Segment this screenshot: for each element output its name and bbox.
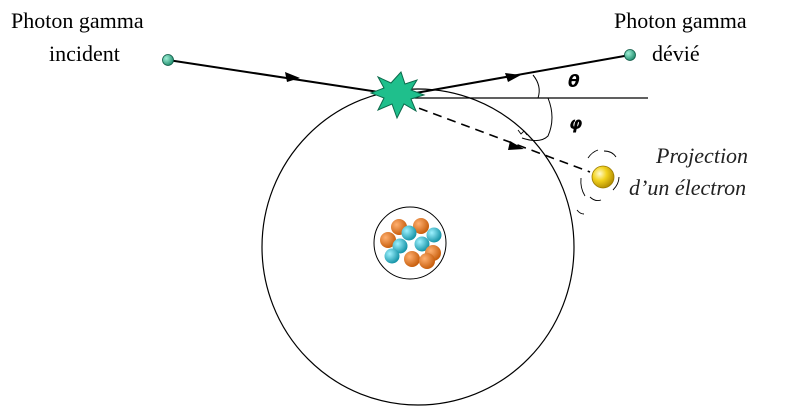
electron-path: [405, 103, 590, 172]
proton: [404, 251, 420, 267]
deviated-photon-icon: [625, 50, 636, 61]
incident-label-line2: incident: [49, 43, 120, 65]
nucleus-icon: [380, 218, 442, 269]
deviated-label-line1: Photon gamma: [614, 10, 747, 32]
incident-photon-icon: [163, 55, 174, 66]
proton: [419, 253, 435, 269]
electron-label-line1: Projection: [656, 145, 748, 167]
electron-ball-icon: [592, 166, 614, 188]
neutron: [427, 228, 442, 243]
neutron: [385, 249, 400, 264]
deviated-photon-path: [410, 55, 630, 94]
incident-label-line1: Photon gamma: [11, 10, 144, 32]
neutron: [402, 226, 417, 241]
electron-arrow-icon: [508, 141, 524, 150]
collision-burst-icon: [371, 72, 424, 118]
theta-label: θ: [568, 74, 580, 91]
incident-photon-path: [168, 60, 392, 94]
deviated-label-line2: dévié: [652, 43, 700, 65]
phi-arc-tick: [518, 130, 527, 135]
electron-label-line2: d’un électron: [629, 177, 746, 199]
phi-label: φ: [569, 116, 582, 133]
theta-arc: [533, 75, 539, 98]
